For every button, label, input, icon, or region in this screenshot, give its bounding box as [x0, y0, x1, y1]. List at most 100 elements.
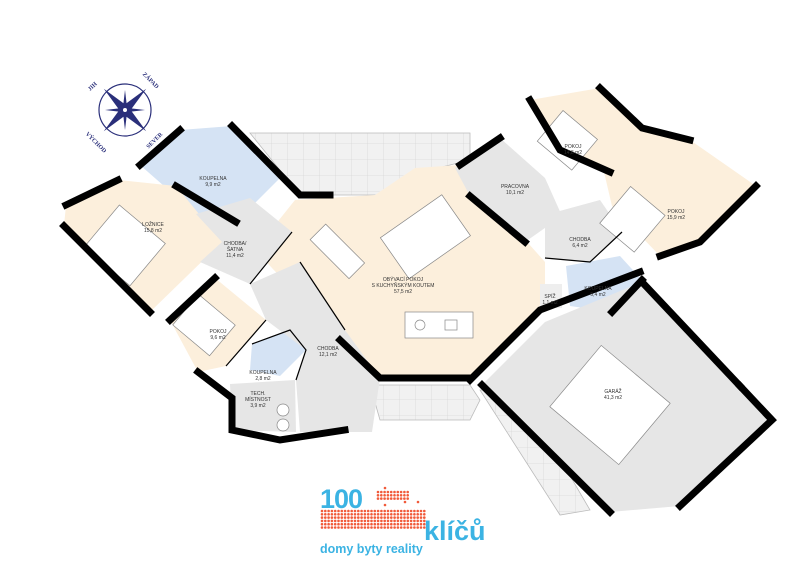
- logo-dot: [353, 516, 357, 519]
- logo-dot: [340, 519, 344, 523]
- logo-dot: [399, 490, 403, 494]
- logo-dot: [380, 516, 383, 519]
- logo-dot: [383, 497, 386, 500]
- logo-dot: [393, 490, 396, 494]
- logo-dot: [327, 522, 330, 526]
- logo-dot: [350, 516, 354, 519]
- logo-dot: [403, 509, 406, 513]
- logo-dot: [366, 516, 370, 519]
- logo-dot: [360, 509, 363, 513]
- logo-dot: [413, 513, 416, 516]
- logo-dot: [370, 519, 373, 523]
- logo-dot: [380, 513, 383, 516]
- interior-walls: [225, 231, 623, 381]
- logo-dot: [327, 526, 330, 529]
- logo-dot: [363, 526, 367, 529]
- logo-dot: [416, 516, 420, 519]
- logo-dot: [403, 500, 407, 504]
- logo-dot: [357, 526, 360, 529]
- logo-dot: [337, 522, 340, 526]
- logo-dot: [327, 519, 330, 523]
- logo-dot: [350, 509, 354, 513]
- logo-dot: [366, 526, 370, 529]
- logo-dot: [396, 497, 400, 500]
- logo-dot: [333, 509, 337, 513]
- logo-dot: [324, 509, 327, 513]
- logo-dot: [340, 509, 344, 513]
- logo-dot: [324, 513, 327, 516]
- room-hall-wardrobe: [196, 198, 292, 284]
- logo-dot: [386, 494, 390, 497]
- logo-dot: [320, 519, 324, 523]
- logo-dot: [393, 509, 396, 513]
- logo-dot: [376, 494, 380, 497]
- room-study: [455, 138, 562, 242]
- logo-dot: [330, 509, 334, 513]
- logo-dot: [409, 522, 413, 526]
- logo-dot: [360, 513, 363, 516]
- logo-dot: [396, 526, 400, 529]
- logo-dot: [380, 519, 383, 523]
- logo-dot: [333, 513, 337, 516]
- logo-dot: [333, 526, 337, 529]
- logo-dot: [403, 497, 406, 500]
- logo-dot: [320, 526, 324, 529]
- logo-dot: [343, 519, 347, 523]
- logo-dot: [419, 522, 423, 526]
- logo-dot: [413, 519, 416, 523]
- logo-dot: [357, 516, 360, 519]
- logo-dot: [327, 513, 330, 516]
- logo-dot: [386, 513, 390, 516]
- logo-dot: [373, 526, 377, 529]
- logo-dot: [340, 522, 344, 526]
- logo-dot: [366, 522, 370, 526]
- logo-dot: [357, 509, 360, 513]
- logo-word: klíčů: [424, 516, 486, 546]
- logo-dot: [399, 497, 403, 500]
- walls: [59, 83, 777, 517]
- logo-dot: [373, 516, 377, 519]
- logo-dot: [347, 509, 350, 513]
- logo-dot: [380, 494, 383, 497]
- logo-100-klicu: 100 klíčů domy byty reality: [318, 484, 488, 559]
- logo-dot: [353, 522, 357, 526]
- logo-dot: [320, 522, 324, 526]
- logo-dot: [327, 516, 330, 519]
- logo-dot: [363, 519, 367, 523]
- logo-dot: [393, 522, 396, 526]
- logo-dot: [383, 513, 387, 516]
- logo-dot: [390, 516, 393, 519]
- logo-dot: [337, 526, 340, 529]
- logo-dot: [383, 490, 386, 494]
- logo-dot: [386, 522, 390, 526]
- logo-dot: [337, 519, 340, 523]
- logo-dot: [337, 513, 340, 516]
- logo-dot: [330, 522, 334, 526]
- logo-dot: [386, 490, 390, 494]
- logo-dot: [357, 522, 360, 526]
- logo-dot: [399, 526, 403, 529]
- room-tech: [230, 380, 296, 432]
- logo-dot: [353, 526, 357, 529]
- logo-dot: [419, 516, 423, 519]
- logo-dot: [343, 526, 347, 529]
- logo-dot: [324, 519, 327, 523]
- logo-dot: [380, 509, 383, 513]
- logo-dot: [413, 516, 416, 519]
- logo-dot: [386, 497, 390, 500]
- logo-dot: [330, 526, 334, 529]
- logo-dot: [337, 509, 340, 513]
- logo-dot: [406, 509, 410, 513]
- logo-dot: [330, 519, 334, 523]
- logo-dot: [380, 522, 383, 526]
- logo-dot: [373, 519, 377, 523]
- logo-dot: [370, 513, 373, 516]
- logo-dot: [370, 522, 373, 526]
- logo-dot: [366, 513, 370, 516]
- logo-dot: [383, 486, 387, 490]
- logo-dot: [390, 513, 393, 516]
- logo-dot: [393, 513, 396, 516]
